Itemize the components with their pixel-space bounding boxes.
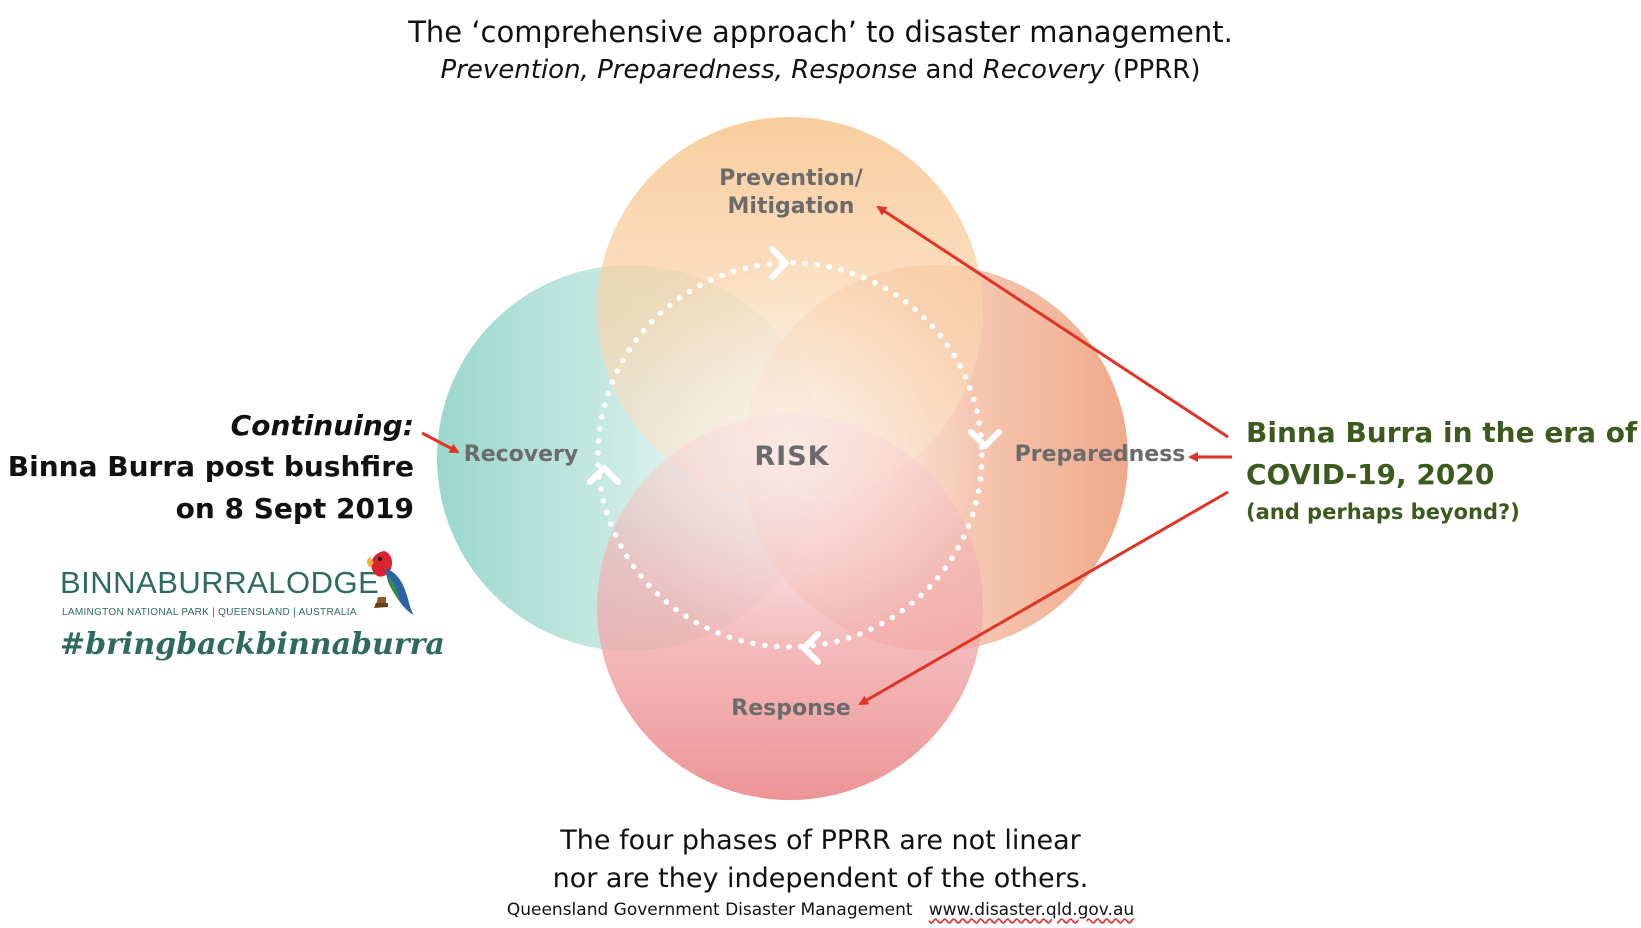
arrow-to-response [858, 490, 1229, 706]
source-credit: Queensland Government Disaster Managemen… [0, 900, 1641, 920]
risk-glow [590, 255, 990, 655]
cycle-ring [595, 260, 985, 650]
cycle-chevron-left-icon [587, 465, 621, 485]
right-note: Binna Burra in the era of COVID-19, 2020… [1246, 412, 1641, 528]
cycle-chevron-right-icon [968, 429, 1002, 449]
left-note-line1: Binna Burra post bushfire [7, 450, 414, 483]
left-note-line2: on 8 Sept 2019 [175, 492, 414, 525]
label-preparedness: Preparedness [1015, 442, 1186, 467]
right-note-line1: Binna Burra in the era of [1246, 416, 1638, 449]
left-note-heading: Continuing: [230, 409, 414, 442]
subtitle-and: and [925, 55, 975, 85]
subtitle-recovery: Recovery [982, 55, 1105, 85]
arrow-to-recovery [421, 431, 460, 454]
label-prevention-line1: Prevention/ [719, 166, 864, 191]
right-note-line2: COVID-19, 2020 [1246, 458, 1495, 491]
header: The ‘comprehensive approach’ to disaster… [0, 12, 1641, 88]
label-risk: RISK [754, 441, 829, 472]
logo-hashtag: #bringbackbinnaburra [60, 627, 445, 662]
source-org: Queensland Government Disaster Managemen… [506, 900, 913, 920]
footer-line1: The four phases of PPRR are not linear [560, 825, 1081, 856]
cycle-chevron-top-icon [769, 246, 789, 280]
page-title: The ‘comprehensive approach’ to disaster… [408, 15, 1233, 49]
parrot-icon [367, 551, 414, 615]
logo-tagline: LAMINGTON NATIONAL PARK | QUEENSLAND | A… [62, 607, 357, 618]
arrow-to-prevention [876, 205, 1229, 439]
source-url[interactable]: www.disaster.qld.gov.au [928, 900, 1135, 920]
footer-note: The four phases of PPRR are not linear n… [0, 822, 1641, 898]
left-note: Continuing: Binna Burra post bushfire on… [0, 406, 414, 530]
page-subtitle: Prevention, Preparedness, Response and R… [0, 52, 1641, 88]
label-response: Response [731, 696, 851, 721]
logo-name: BINNABURRALODGE [60, 565, 380, 600]
label-prevention-line2: Mitigation [728, 194, 855, 219]
subtitle-preparedness: Preparedness, [597, 55, 783, 85]
subtitle-prevention: Prevention, [440, 55, 589, 85]
label-recovery: Recovery [464, 442, 578, 467]
right-note-line3: (and perhaps beyond?) [1246, 500, 1520, 524]
subtitle-response: Response [791, 55, 918, 85]
footer-line2: nor are they independent of the others. [552, 863, 1089, 894]
subtitle-acronym: (PPRR) [1112, 55, 1201, 85]
cycle-chevron-bottom-icon [801, 631, 821, 665]
binna-burra-logo: BINNABURRALODGE LAMINGTON NATIONAL PARK … [60, 545, 445, 675]
